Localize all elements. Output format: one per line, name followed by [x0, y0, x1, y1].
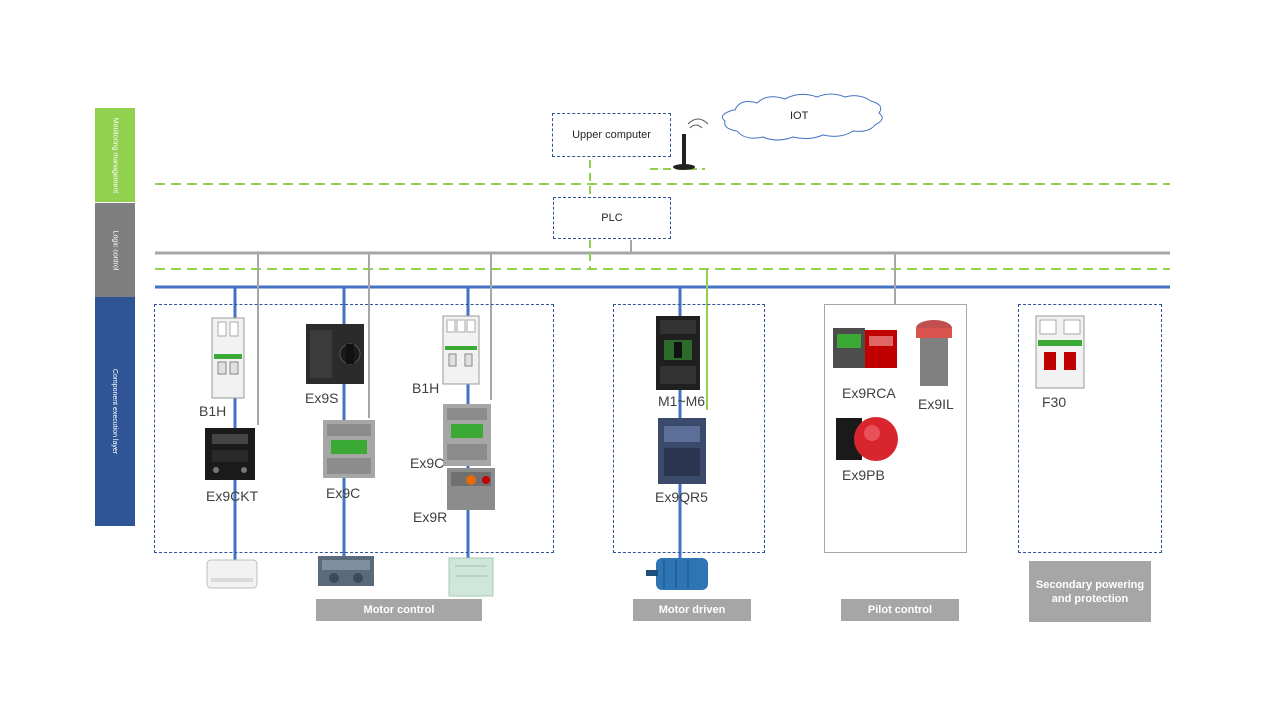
layer-execution: Component execution layer	[95, 297, 135, 526]
layer-monitoring: Monitoring management	[95, 108, 135, 202]
layer-logic: Logic control	[95, 203, 135, 297]
relay-icon	[833, 328, 897, 368]
mccb-icon	[656, 316, 700, 390]
b1h-label: B1H	[412, 380, 440, 396]
secondary-caption: Secondary powering and protection	[1029, 561, 1151, 622]
b1h-label: B1H	[199, 403, 227, 419]
motor-control-caption: Motor control	[316, 599, 482, 621]
ex9pb-label: Ex9PB	[842, 467, 885, 483]
motor-driven-group	[613, 304, 765, 553]
pilot-control-group	[824, 304, 967, 553]
pilot-control-caption: Pilot control	[841, 599, 959, 621]
cooling-unit-icon	[448, 557, 494, 597]
indicator-light-icon	[916, 320, 952, 386]
air-conditioner-icon	[206, 559, 258, 589]
push-button-icon	[836, 417, 898, 461]
thermal-relay-icon	[447, 468, 495, 510]
ex9c-label: Ex9C	[326, 485, 361, 501]
ex9r-label: Ex9R	[413, 509, 448, 525]
ex9il-label: Ex9IL	[918, 396, 954, 412]
contactor-icon	[205, 428, 255, 480]
mcb-icon	[211, 317, 245, 399]
motor-control-group	[154, 304, 554, 553]
f30-label: F30	[1042, 394, 1067, 410]
upper-computer-node: Upper computer	[552, 113, 671, 157]
ex9s-label: Ex9S	[305, 390, 339, 406]
contactor-icon	[443, 404, 491, 466]
plc-label: PLC	[601, 212, 623, 224]
m1-m6-label: M1~M6	[658, 393, 706, 409]
contactor-icon	[323, 420, 375, 478]
antenna-icon	[673, 118, 709, 170]
plc-node: PLC	[553, 197, 671, 239]
chiller-icon	[318, 556, 374, 586]
soft-starter-icon	[658, 418, 706, 484]
ex9c-label: Ex9C	[410, 455, 445, 471]
isolator-icon	[306, 324, 364, 384]
fuse-holder-icon	[1035, 315, 1085, 389]
upper-computer-label: Upper computer	[572, 129, 651, 141]
iot-label: IOT	[790, 110, 809, 122]
cloud-icon	[721, 93, 883, 141]
secondary-group	[1018, 304, 1162, 553]
mcb-icon	[442, 315, 480, 385]
motor-icon	[646, 558, 708, 590]
ex9ckt-label: Ex9CKT	[206, 488, 259, 504]
ex9qr5-label: Ex9QR5	[655, 489, 708, 505]
ex9rca-label: Ex9RCA	[842, 385, 896, 401]
motor-driven-caption: Motor driven	[633, 599, 751, 621]
